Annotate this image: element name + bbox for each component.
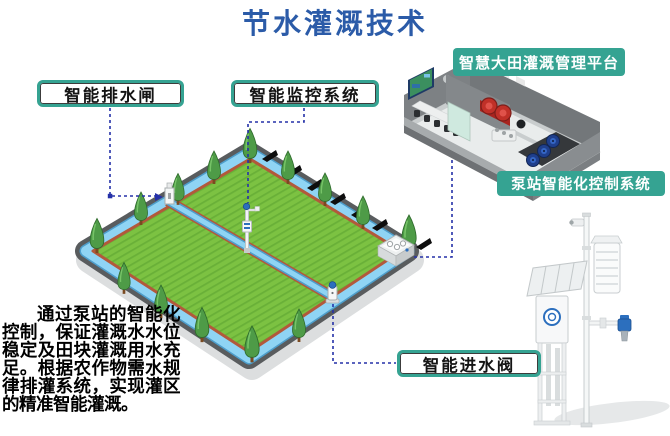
glass-door [447, 101, 471, 142]
middle-canal [165, 196, 336, 302]
partition-wall [446, 74, 510, 135]
callout-monitoring: 智能监控系统 [231, 80, 379, 107]
back-wall [470, 60, 600, 152]
barrel-icon [526, 134, 560, 167]
connector-drain-gate [109, 108, 160, 197]
valve-icon [328, 281, 337, 289]
callout-pump-control-label: 泵站智能化控制系统 [511, 177, 651, 193]
camera-icon [569, 218, 585, 227]
pump-icon [480, 97, 526, 129]
camera-icon [242, 202, 251, 211]
callout-pump-control: 泵站智能化控制系统 [497, 171, 665, 196]
drainage-gate-device [155, 182, 175, 205]
connector-endpoint [107, 193, 113, 199]
inlet-valve-device [325, 281, 340, 304]
sensor-shelter [590, 235, 623, 294]
page-title: 节水灌溉技术 [241, 8, 428, 39]
description-paragraph: 通过泵站的智能化控制，保证灌溉水水位稳定及田块灌溉用水充足。根据农作物需水规律排… [2, 304, 181, 414]
callout-platform-label: 智慧大田灌溉管理平台 [458, 54, 619, 72]
connector-monitoring [247, 108, 305, 203]
arrow-icon [155, 193, 163, 201]
callout-drain-gate-label: 智能排水闸 [64, 86, 157, 105]
monitoring-station [242, 202, 260, 253]
inlet-valve-station-illustration [526, 212, 670, 428]
callout-drain-gate: 智能排水闸 [37, 80, 184, 107]
callout-inlet-valve-label: 智能进水阀 [422, 356, 516, 375]
callout-inlet-valve: 智能进水阀 [397, 350, 541, 377]
corner-pump-house [377, 234, 415, 267]
solar-panel-icon [526, 260, 588, 297]
connector-inlet-valve [332, 304, 396, 364]
control-cabinet [535, 295, 569, 344]
field-illustration [75, 127, 432, 380]
valve-icon [588, 315, 632, 342]
ground-shadow [554, 400, 670, 426]
callout-monitoring-label: 智能监控系统 [249, 86, 361, 105]
stand-frame [533, 342, 571, 426]
callout-platform: 智慧大田灌溉管理平台 [453, 48, 625, 76]
